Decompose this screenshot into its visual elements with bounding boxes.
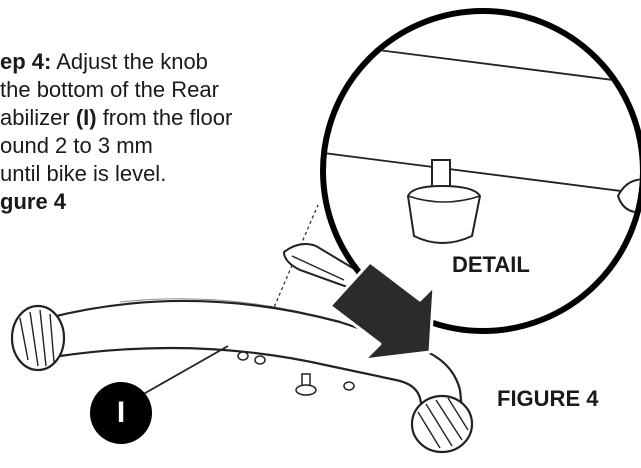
tube-hole [237,351,249,361]
part-reference: (I) [75,105,97,130]
line-3-prefix: abilizer [0,105,76,130]
tube-hole [254,355,266,365]
dashed-guide-line [271,204,319,313]
line-3-suffix: from the floor [96,105,233,130]
figure-label: FIGURE 4 [497,386,599,411]
adjustment-knob [295,373,317,396]
instruction-line-3: abilizer (I) from the floor [0,104,310,132]
line-1-text: Adjust the knob [51,49,208,74]
left-end-cap [10,304,66,372]
detail-circle [320,8,641,334]
part-marker: I [90,382,152,444]
step-label: ep 4: [0,49,52,74]
instruction-line-1: ep 4: Adjust the knob [0,48,310,76]
tube-hole [343,381,355,391]
tube-contour-line [119,298,341,323]
instruction-text: ep 4: Adjust the knob the bottom of the … [0,48,310,216]
part-leader-line [139,345,229,397]
figure-reference: gure 4 [0,189,67,214]
detail-label: DETAIL [452,252,530,277]
instruction-line-4: ound 2 to 3 mm [0,133,153,158]
instruction-line-2: the bottom of the Rear [0,77,219,102]
pointer-arrow [328,260,436,362]
right-end-cap [410,394,474,454]
instruction-line-5: until bike is level. [0,161,167,186]
frame-bracket-inner [291,255,345,281]
